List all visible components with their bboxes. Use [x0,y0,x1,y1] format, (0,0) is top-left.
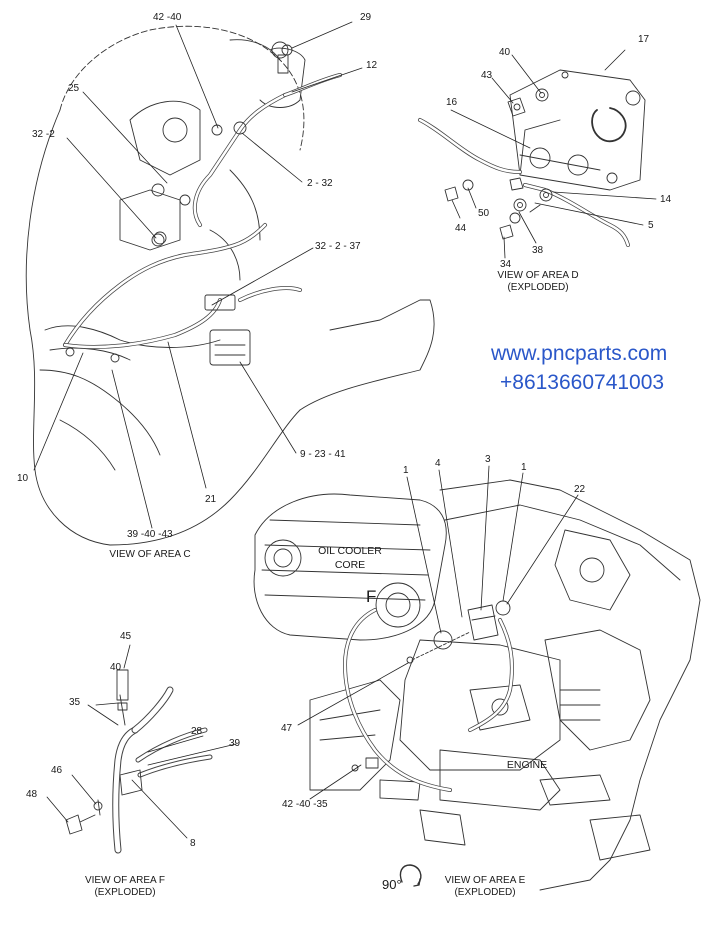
callout-2-32: 2 - 32 [307,178,333,189]
callout-1-a: 1 [403,465,409,476]
callout-46: 46 [51,765,63,776]
callout-8: 8 [190,838,196,849]
callout-42-40: 42 -40 [153,12,182,23]
rotate-90-icon [399,864,422,887]
rotation-label: 90° [382,877,402,892]
leader-lines [33,21,657,839]
view-area-e-drawing [253,479,701,891]
callout-14: 14 [660,194,672,205]
callout-12: 12 [366,60,378,71]
watermark-url: www.pncparts.com [491,342,668,365]
watermark-phone: +8613660741003 [500,371,665,394]
callout-50: 50 [478,208,490,219]
callout-47: 47 [281,723,293,734]
callout-35: 35 [69,697,81,708]
callout-32-2-37: 32 - 2 - 37 [315,241,361,252]
callout-45: 45 [120,631,132,642]
caption-area-e-sub: (EXPLODED) [454,887,516,898]
callout-29: 29 [360,12,372,23]
caption-area-d-sub: (EXPLODED) [507,282,569,293]
callout-25: 25 [68,83,80,94]
view-area-f-drawing [65,669,213,854]
callout-38: 38 [532,245,544,256]
oil-cooler-label-1: OIL COOLER [318,545,382,557]
view-area-d-drawing [418,69,646,247]
oil-cooler-label-2: CORE [334,559,366,571]
callout-39: 39 [229,738,241,749]
callout-28: 28 [191,726,203,737]
callout-1-b: 1 [521,462,527,473]
callout-4: 4 [435,458,441,469]
callout-40-d: 40 [499,47,511,58]
callout-10: 10 [17,473,29,484]
callout-44: 44 [455,223,467,234]
caption-area-f-title: VIEW OF AREA F [84,875,165,886]
callout-3: 3 [485,454,491,465]
view-area-c-drawing [25,25,435,546]
callout-43: 43 [481,70,493,81]
callout-42-40-35: 42 -40 -35 [282,799,328,810]
callout-40-f: 40 [110,662,122,673]
callout-32-2: 32 -2 [32,129,55,140]
caption-area-d-title: VIEW OF AREA D [497,270,579,281]
area-marker-f: F [366,587,377,606]
callout-34: 34 [500,259,512,270]
callout-21: 21 [205,494,217,505]
callout-48: 48 [26,789,38,800]
callout-5: 5 [648,220,654,231]
engine-label: ENGINE [506,759,548,771]
callout-22: 22 [574,484,586,495]
callout-16: 16 [446,97,458,108]
caption-area-c: VIEW OF AREA C [109,549,191,560]
callout-17: 17 [638,34,650,45]
caption-area-e-title: VIEW OF AREA E [444,875,526,886]
caption-area-f-sub: (EXPLODED) [94,887,156,898]
callout-9-23-41: 9 - 23 - 41 [300,449,346,460]
callout-39-40-43: 39 -40 -43 [127,529,173,540]
